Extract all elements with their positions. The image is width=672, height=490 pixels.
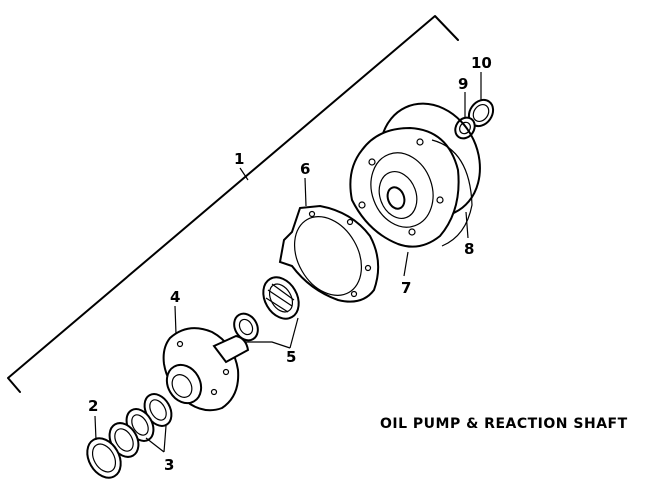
callout-10: 10 [471, 54, 492, 72]
callout-7: 7 [401, 279, 411, 297]
callout-3: 3 [164, 456, 174, 474]
part-5-bearing-large [262, 276, 300, 320]
diagram-title: OIL PUMP & REACTION SHAFT [380, 416, 628, 432]
callout-4: 4 [170, 288, 180, 306]
assembly-bracket [7, 15, 459, 393]
callout-5: 5 [286, 348, 296, 366]
callout-2: 2 [88, 397, 98, 415]
callout-9: 9 [458, 75, 468, 93]
callout-1: 1 [234, 150, 244, 168]
part-5-bearing-small [233, 312, 259, 342]
leader-lines [94, 72, 482, 453]
part-4-reaction-shaft [162, 327, 250, 412]
part-2-seal [86, 437, 122, 479]
part-3-rings [108, 393, 173, 458]
part-6-gasket [278, 204, 380, 303]
callout-6: 6 [300, 160, 310, 178]
part-7-pump-body [349, 126, 473, 248]
callout-8: 8 [464, 240, 474, 258]
